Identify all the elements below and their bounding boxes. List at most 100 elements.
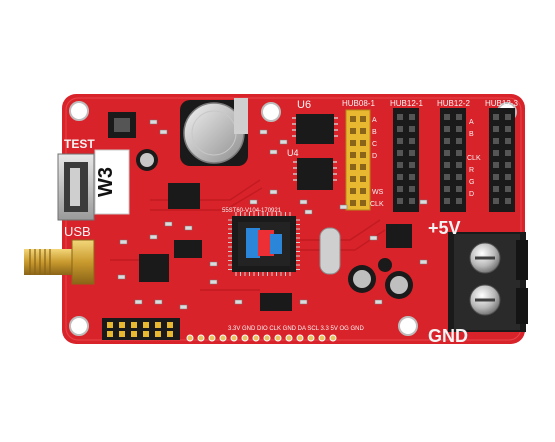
capacitor-small [378, 258, 392, 272]
header-pin [505, 138, 511, 144]
header-pin [456, 150, 462, 156]
header-pin [505, 162, 511, 168]
smd-component [209, 261, 218, 267]
header-pin [397, 126, 403, 132]
label-u4: U4 [287, 148, 299, 158]
header-pin [444, 198, 450, 204]
sma-antenna-connector [24, 239, 95, 285]
header-pin [107, 331, 113, 337]
smd-component [419, 199, 428, 205]
header-pin [360, 128, 366, 134]
header-pin [107, 322, 113, 328]
header-pin [444, 126, 450, 132]
header-pin [505, 150, 511, 156]
chip-u4-pins [293, 161, 337, 181]
chip-left-2 [139, 254, 169, 282]
label-plus5v: +5V [428, 218, 461, 238]
hub12-pin-label-d: D [469, 191, 474, 198]
smd-component [269, 149, 278, 155]
pad [274, 334, 282, 342]
smd-component [234, 299, 243, 305]
power-terminal-block [448, 232, 528, 332]
smd-component [117, 274, 126, 280]
header-pin [350, 200, 356, 206]
header-pin [350, 164, 356, 170]
smd-component [184, 225, 193, 231]
smd-component [119, 239, 128, 245]
smd-component [164, 221, 173, 227]
label-hub12-2: HUB12-2 [437, 99, 470, 108]
smd-component [249, 199, 258, 205]
header-pin [397, 186, 403, 192]
pad [230, 334, 238, 342]
pin-label-b: B [372, 129, 377, 136]
header-pin [444, 150, 450, 156]
header-pin [409, 126, 415, 132]
header-pin [409, 186, 415, 192]
header-pin [397, 138, 403, 144]
header-pin [456, 126, 462, 132]
capacitor-top-left [136, 149, 158, 171]
smd-component [259, 129, 268, 135]
header-pin [409, 174, 415, 180]
header-pin [505, 174, 511, 180]
smd-component [339, 204, 348, 210]
pad [241, 334, 249, 342]
hub12-pin-label-clk: CLK [467, 155, 481, 162]
pin-label-a: A [372, 117, 377, 124]
smd-component [154, 299, 163, 305]
label-u6: U6 [297, 99, 311, 111]
header-pin [456, 174, 462, 180]
smd-component [209, 279, 218, 285]
smd-component [419, 259, 428, 265]
header-pin [493, 198, 499, 204]
smd-component [304, 209, 313, 215]
header-pin [350, 128, 356, 134]
hub12-pin-label-a: A [469, 119, 474, 126]
usb-connector [57, 153, 95, 221]
header-pin [493, 186, 499, 192]
pad [197, 334, 205, 342]
smd-component [374, 299, 383, 305]
smd-component [159, 129, 168, 135]
capacitor-c2 [385, 271, 413, 299]
smd-component [134, 299, 143, 305]
pad [263, 334, 271, 342]
smd-passives [117, 119, 428, 310]
header-pin [131, 322, 137, 328]
header-pin [456, 114, 462, 120]
hub12-pin-label-g: G [469, 179, 474, 186]
header-pin [360, 164, 366, 170]
header-pin [456, 162, 462, 168]
header-pin [456, 138, 462, 144]
header-pin [444, 186, 450, 192]
header-pin [493, 138, 499, 144]
header-pin [493, 126, 499, 132]
label-test: TEST [64, 137, 95, 151]
header-pin [350, 116, 356, 122]
header-pin [397, 150, 403, 156]
hub12-1-header [393, 108, 419, 212]
header-pin [444, 114, 450, 120]
header-pin [505, 126, 511, 132]
header-pin [493, 114, 499, 120]
pad [219, 334, 227, 342]
header-pin [397, 174, 403, 180]
label-hub08: HUB08-1 [342, 99, 375, 108]
chip-u6 [296, 114, 334, 144]
pad [307, 334, 315, 342]
w3-sticker [94, 149, 130, 215]
pad [208, 334, 216, 342]
main-mcu-pins [228, 212, 300, 276]
smd-component [269, 189, 278, 195]
pad [186, 334, 194, 342]
main-mcu [232, 216, 296, 272]
label-w3: W3 [95, 167, 117, 197]
chip-left-3 [174, 240, 202, 258]
pad [252, 334, 260, 342]
header-pin [444, 174, 450, 180]
header-pin-holes [397, 114, 511, 204]
header-pin [131, 331, 137, 337]
header-pin [409, 150, 415, 156]
bottom-left-header-pins [107, 322, 173, 337]
